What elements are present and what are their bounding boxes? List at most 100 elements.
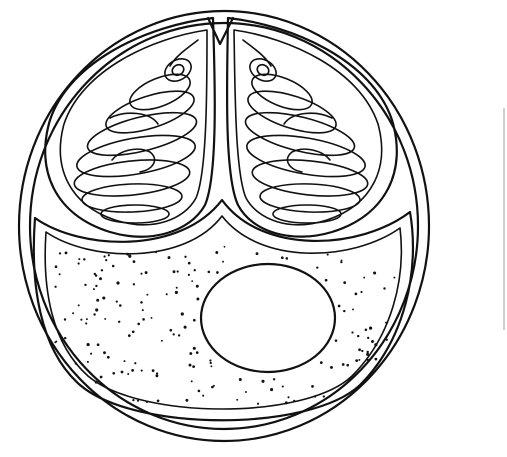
stipple-dot <box>78 258 80 260</box>
stipple-dot <box>285 401 288 404</box>
stipple-dot <box>367 337 369 339</box>
stipple-dot <box>155 251 157 253</box>
stipple-dot <box>366 353 369 356</box>
stipple-dot <box>181 312 184 315</box>
stipple-dot <box>170 329 173 332</box>
stipple-dot <box>222 261 224 263</box>
stipple-dot <box>196 351 199 354</box>
stipple-dot <box>72 312 74 314</box>
stipple-dot <box>157 399 160 402</box>
stipple-dot <box>78 304 80 306</box>
stipple-dot <box>343 281 346 284</box>
stipple-dot <box>340 261 342 263</box>
stipple-dot <box>191 380 193 382</box>
stipple-dot <box>100 376 103 379</box>
stipple-dot <box>87 343 90 346</box>
stipple-dot <box>105 259 107 261</box>
stipple-dot <box>215 251 218 254</box>
stipple-dot <box>103 255 105 257</box>
stipple-dot <box>256 252 259 255</box>
stipple-dot <box>346 364 349 367</box>
stipple-dot <box>173 270 176 273</box>
stipple-dot <box>282 385 284 387</box>
stipple-dot <box>95 285 97 287</box>
stipple-dot <box>75 362 77 364</box>
stipple-dot <box>373 271 376 274</box>
stipple-dot <box>95 274 97 276</box>
stipple-dot <box>140 301 143 304</box>
stipple-dot <box>281 256 284 259</box>
stipple-dot <box>173 333 175 335</box>
stipple-dot <box>90 353 92 355</box>
stipple-dot <box>141 370 143 372</box>
stipple-dot <box>366 351 368 353</box>
stipple-dot <box>193 319 196 322</box>
stipple-dot <box>100 383 103 386</box>
stipple-dot <box>287 396 289 398</box>
stipple-dot <box>95 381 98 384</box>
stipple-dot <box>355 293 358 296</box>
stipple-dot <box>358 348 361 351</box>
stipple-dot <box>286 257 289 260</box>
stipple-dot <box>128 334 131 337</box>
stipple-dot <box>151 317 153 319</box>
stipple-dot <box>369 327 372 330</box>
left-capsule <box>45 18 215 237</box>
stipple-dot <box>316 266 318 268</box>
stipple-dot <box>371 340 374 343</box>
stipple-dot <box>191 280 193 282</box>
stipple-dot <box>257 403 259 405</box>
stipple-dot <box>193 347 196 350</box>
stipple-dot <box>59 273 61 275</box>
stipple-dot <box>355 359 358 362</box>
stipple-dot <box>93 288 95 290</box>
stipple-dot <box>166 293 168 295</box>
stipple-dot <box>325 279 328 282</box>
stipple-dot <box>155 374 158 377</box>
stipple-dot <box>178 334 180 336</box>
stipple-dot <box>189 364 192 367</box>
stipple-dot <box>209 359 211 361</box>
stipple-dot <box>375 358 378 361</box>
stipple-dot <box>116 281 119 284</box>
stipple-dot <box>77 262 79 264</box>
stipple-dot <box>131 369 134 372</box>
stipple-dot <box>85 322 87 324</box>
right-coiled-structure <box>242 40 370 223</box>
stipple-dot <box>59 252 61 254</box>
stipple-dot <box>343 310 345 312</box>
stipple-dot <box>64 337 66 339</box>
stipple-dot <box>55 265 58 268</box>
stipple-dot <box>352 308 354 310</box>
stipple-dot <box>54 286 56 288</box>
stipple-dot <box>116 301 118 303</box>
right-capsule <box>227 18 397 237</box>
stipple-dot <box>64 318 66 320</box>
stipple-dot <box>101 269 103 271</box>
stipple-dot <box>360 291 362 293</box>
stipple-dot <box>132 330 135 333</box>
stipple-dot <box>161 340 163 342</box>
stipple-dot <box>156 372 158 374</box>
stipple-dot <box>126 253 129 256</box>
stipple-dot <box>189 352 192 355</box>
stipple-dot <box>119 304 122 307</box>
stipple-dot <box>224 246 226 248</box>
stipple-dot <box>84 284 86 286</box>
stipple-dot <box>176 287 178 289</box>
left-coiled-structure <box>73 40 201 223</box>
stipple-dot <box>327 254 329 256</box>
stipple-dot <box>107 356 110 359</box>
stipple-dot <box>314 395 316 397</box>
stipple-dot <box>357 335 359 337</box>
stipple-dot <box>87 361 89 363</box>
stipple-dot <box>365 329 368 332</box>
stipple-dot <box>168 256 171 259</box>
stipple-dot <box>335 339 338 342</box>
stipple-dot <box>330 366 333 369</box>
stipple-dot <box>80 319 82 321</box>
stipple-dot <box>383 287 385 289</box>
stipple-dot <box>140 273 142 275</box>
